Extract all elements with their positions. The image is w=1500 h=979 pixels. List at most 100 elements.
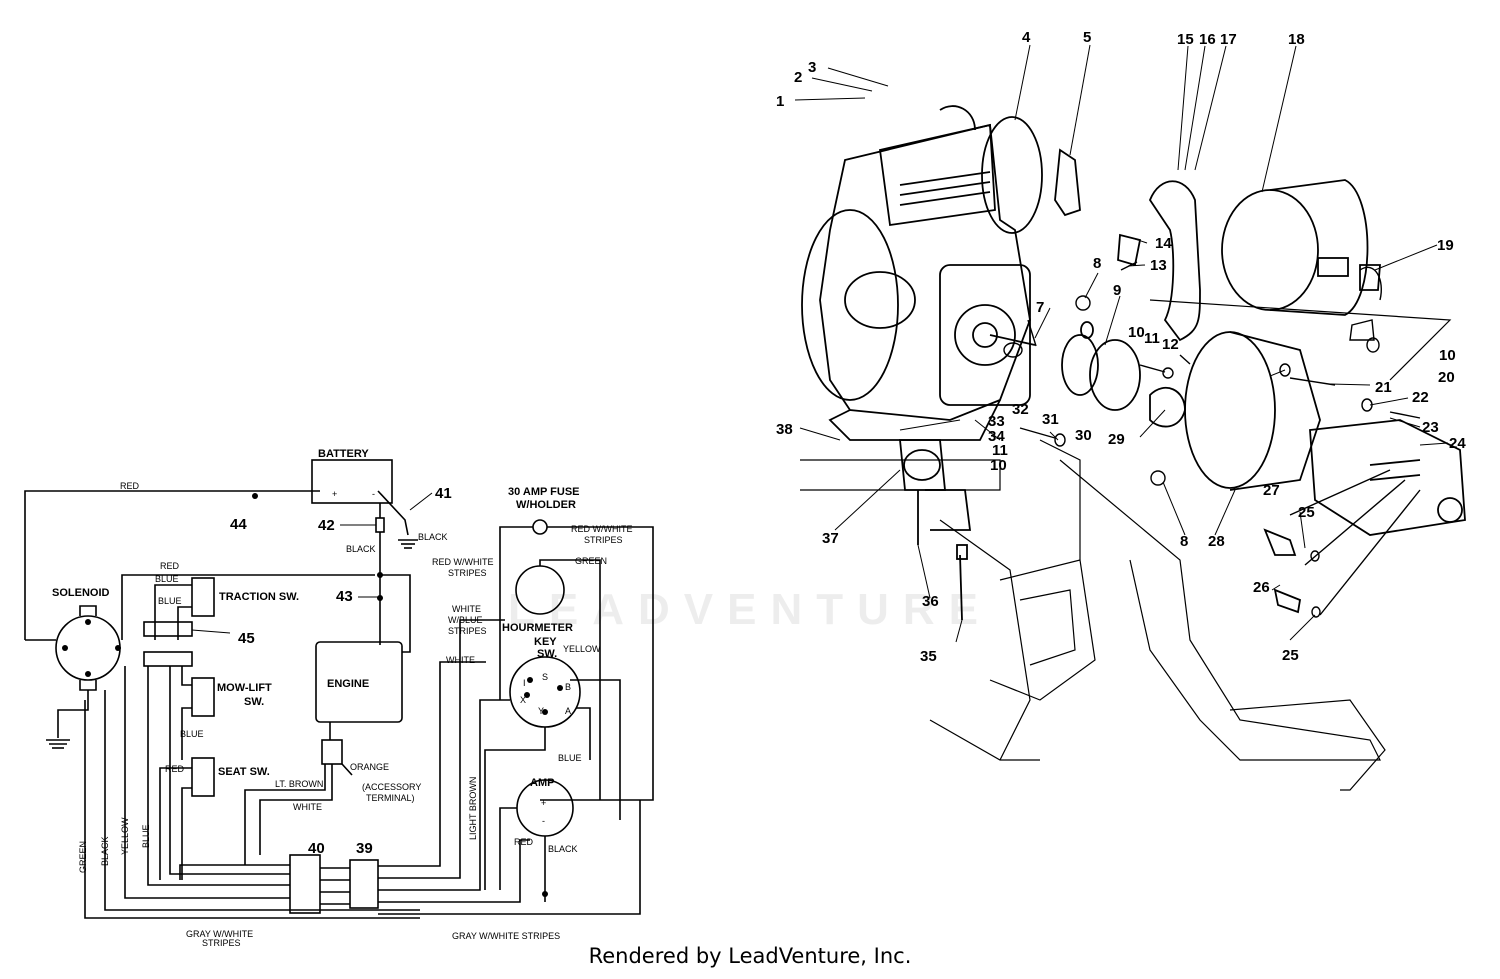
wire-label-black-amp: BLACK — [548, 844, 578, 854]
hourmeter-circle — [515, 565, 565, 615]
callout-39: 39 — [356, 840, 373, 857]
wire-label-rws-1: RED W/WHITE — [571, 524, 633, 534]
accessory-label: (ACCESSORY — [362, 782, 421, 792]
callout-30: 30 — [1075, 427, 1092, 444]
wire-label-blue-mow: BLUE — [180, 729, 204, 739]
key-i: I — [523, 678, 526, 688]
battery-label: BATTERY — [318, 448, 369, 460]
mowlift-switch-box — [191, 677, 215, 717]
mowlift-label-2: SW. — [244, 696, 264, 708]
wire-label-rws-2: RED W/WHITE — [432, 557, 494, 567]
callout-24: 24 — [1449, 435, 1466, 452]
callout-23: 23 — [1422, 419, 1439, 436]
callout-16: 16 — [1199, 31, 1216, 48]
engine-label: ENGINE — [327, 678, 369, 690]
battery-box — [311, 459, 393, 504]
wire-label-orange: ORANGE — [350, 762, 389, 772]
wire-label-red-seat: RED — [165, 764, 185, 774]
frame-outline — [800, 299, 1452, 791]
wire-label-black: BLACK — [346, 544, 376, 554]
callout-10-a: 10 — [1128, 324, 1145, 341]
amp-minus: - — [542, 816, 545, 826]
wire-label-red: RED — [120, 481, 140, 491]
key-x: X — [520, 695, 526, 705]
footer-credit: Rendered by LeadVenture, Inc. — [588, 944, 912, 968]
connector-40 — [289, 854, 321, 914]
callout-35: 35 — [920, 648, 937, 665]
watermark: LEADVENTURE — [507, 585, 993, 634]
engine-box — [315, 641, 403, 723]
wire-label-green-v: GREEN — [78, 841, 88, 873]
callout-38: 38 — [776, 421, 793, 438]
callout-9: 9 — [1113, 282, 1121, 299]
callout-4: 4 — [1022, 29, 1031, 46]
battery-plus: + — [332, 489, 337, 499]
wire-black-ground — [377, 490, 409, 536]
callout-34: 34 — [988, 428, 1005, 445]
mowlift-label: MOW-LIFT — [217, 682, 272, 694]
wire-label-green: GREEN — [575, 556, 607, 566]
schematic-leaders — [191, 492, 433, 634]
wire-label-wbs-3: STRIPES — [448, 626, 487, 636]
callout-32: 32 — [1012, 401, 1029, 418]
wire-label-white-key: WHITE — [446, 655, 475, 665]
callout-28: 28 — [1208, 533, 1225, 550]
terminal-dots — [62, 493, 563, 897]
wire-label-black-v: BLACK — [100, 836, 110, 866]
callout-11-b: 11 — [992, 442, 1008, 459]
fuse-label-2: W/HOLDER — [516, 499, 576, 511]
battery-minus: - — [372, 489, 375, 499]
callout-10-c: 10 — [1439, 347, 1456, 364]
callout-36: 36 — [922, 593, 939, 610]
callout-31: 31 — [1042, 411, 1059, 428]
amp-plus: + — [541, 798, 546, 808]
callout-40: 40 — [308, 840, 325, 857]
callout-42: 42 — [318, 517, 335, 534]
wiring-schematic — [24, 459, 654, 919]
exploded-view — [794, 44, 1466, 791]
callout-41: 41 — [435, 485, 452, 502]
wire-label-lightbrown: LIGHT BROWN — [468, 777, 478, 840]
wire-label-yellow-v: YELLOW — [120, 817, 130, 855]
hardware — [1003, 261, 1421, 618]
callout-3: 3 — [808, 59, 816, 76]
callout-43: 43 — [336, 588, 353, 605]
key-b: B — [565, 682, 571, 692]
callout-17: 17 — [1220, 31, 1237, 48]
callout-33: 33 — [988, 413, 1005, 430]
wire-label-ltbrown: LT. BROWN — [275, 779, 323, 789]
callout-11-a: 11 — [1144, 330, 1160, 347]
callout-1: 1 — [776, 93, 784, 110]
callout-5: 5 — [1083, 29, 1091, 46]
engine-block — [801, 105, 1043, 441]
callout-44: 44 — [230, 516, 247, 533]
wire-red-44 — [121, 574, 375, 640]
callout-8-b: 8 — [1180, 533, 1188, 550]
callout-7: 7 — [1036, 299, 1044, 316]
accessory-label-2: TERMINAL) — [366, 793, 415, 803]
muffler-assembly — [1054, 148, 1381, 342]
traction-switch-box — [191, 577, 215, 617]
callout-12: 12 — [1162, 336, 1179, 353]
callout-45: 45 — [238, 630, 255, 647]
wire-label-gray-1: GRAY W/WHITE — [186, 929, 253, 939]
mount-assembly — [899, 439, 972, 621]
wire-label-black-gnd: BLACK — [418, 532, 448, 542]
wire-label-blue-2: BLUE — [158, 596, 182, 606]
callout-25-a: 25 — [1298, 504, 1315, 521]
seat-label: SEAT SW. — [218, 766, 270, 778]
wire-label-wbs-1: WHITE — [452, 604, 481, 614]
callout-21: 21 — [1375, 379, 1392, 396]
callout-26: 26 — [1253, 579, 1270, 596]
key-a: A — [565, 706, 571, 716]
solenoid-label: SOLENOID — [52, 587, 110, 599]
wire-label-blue-key: BLUE — [558, 753, 582, 763]
key-switch-circle — [509, 656, 581, 728]
connector-39 — [349, 859, 379, 909]
traction-label: TRACTION SW. — [219, 591, 299, 603]
wire-label-red-trac: RED — [160, 561, 180, 571]
amp-label: AMP — [530, 777, 554, 789]
callout-19: 19 — [1437, 237, 1454, 254]
key-y: Y — [538, 706, 544, 716]
